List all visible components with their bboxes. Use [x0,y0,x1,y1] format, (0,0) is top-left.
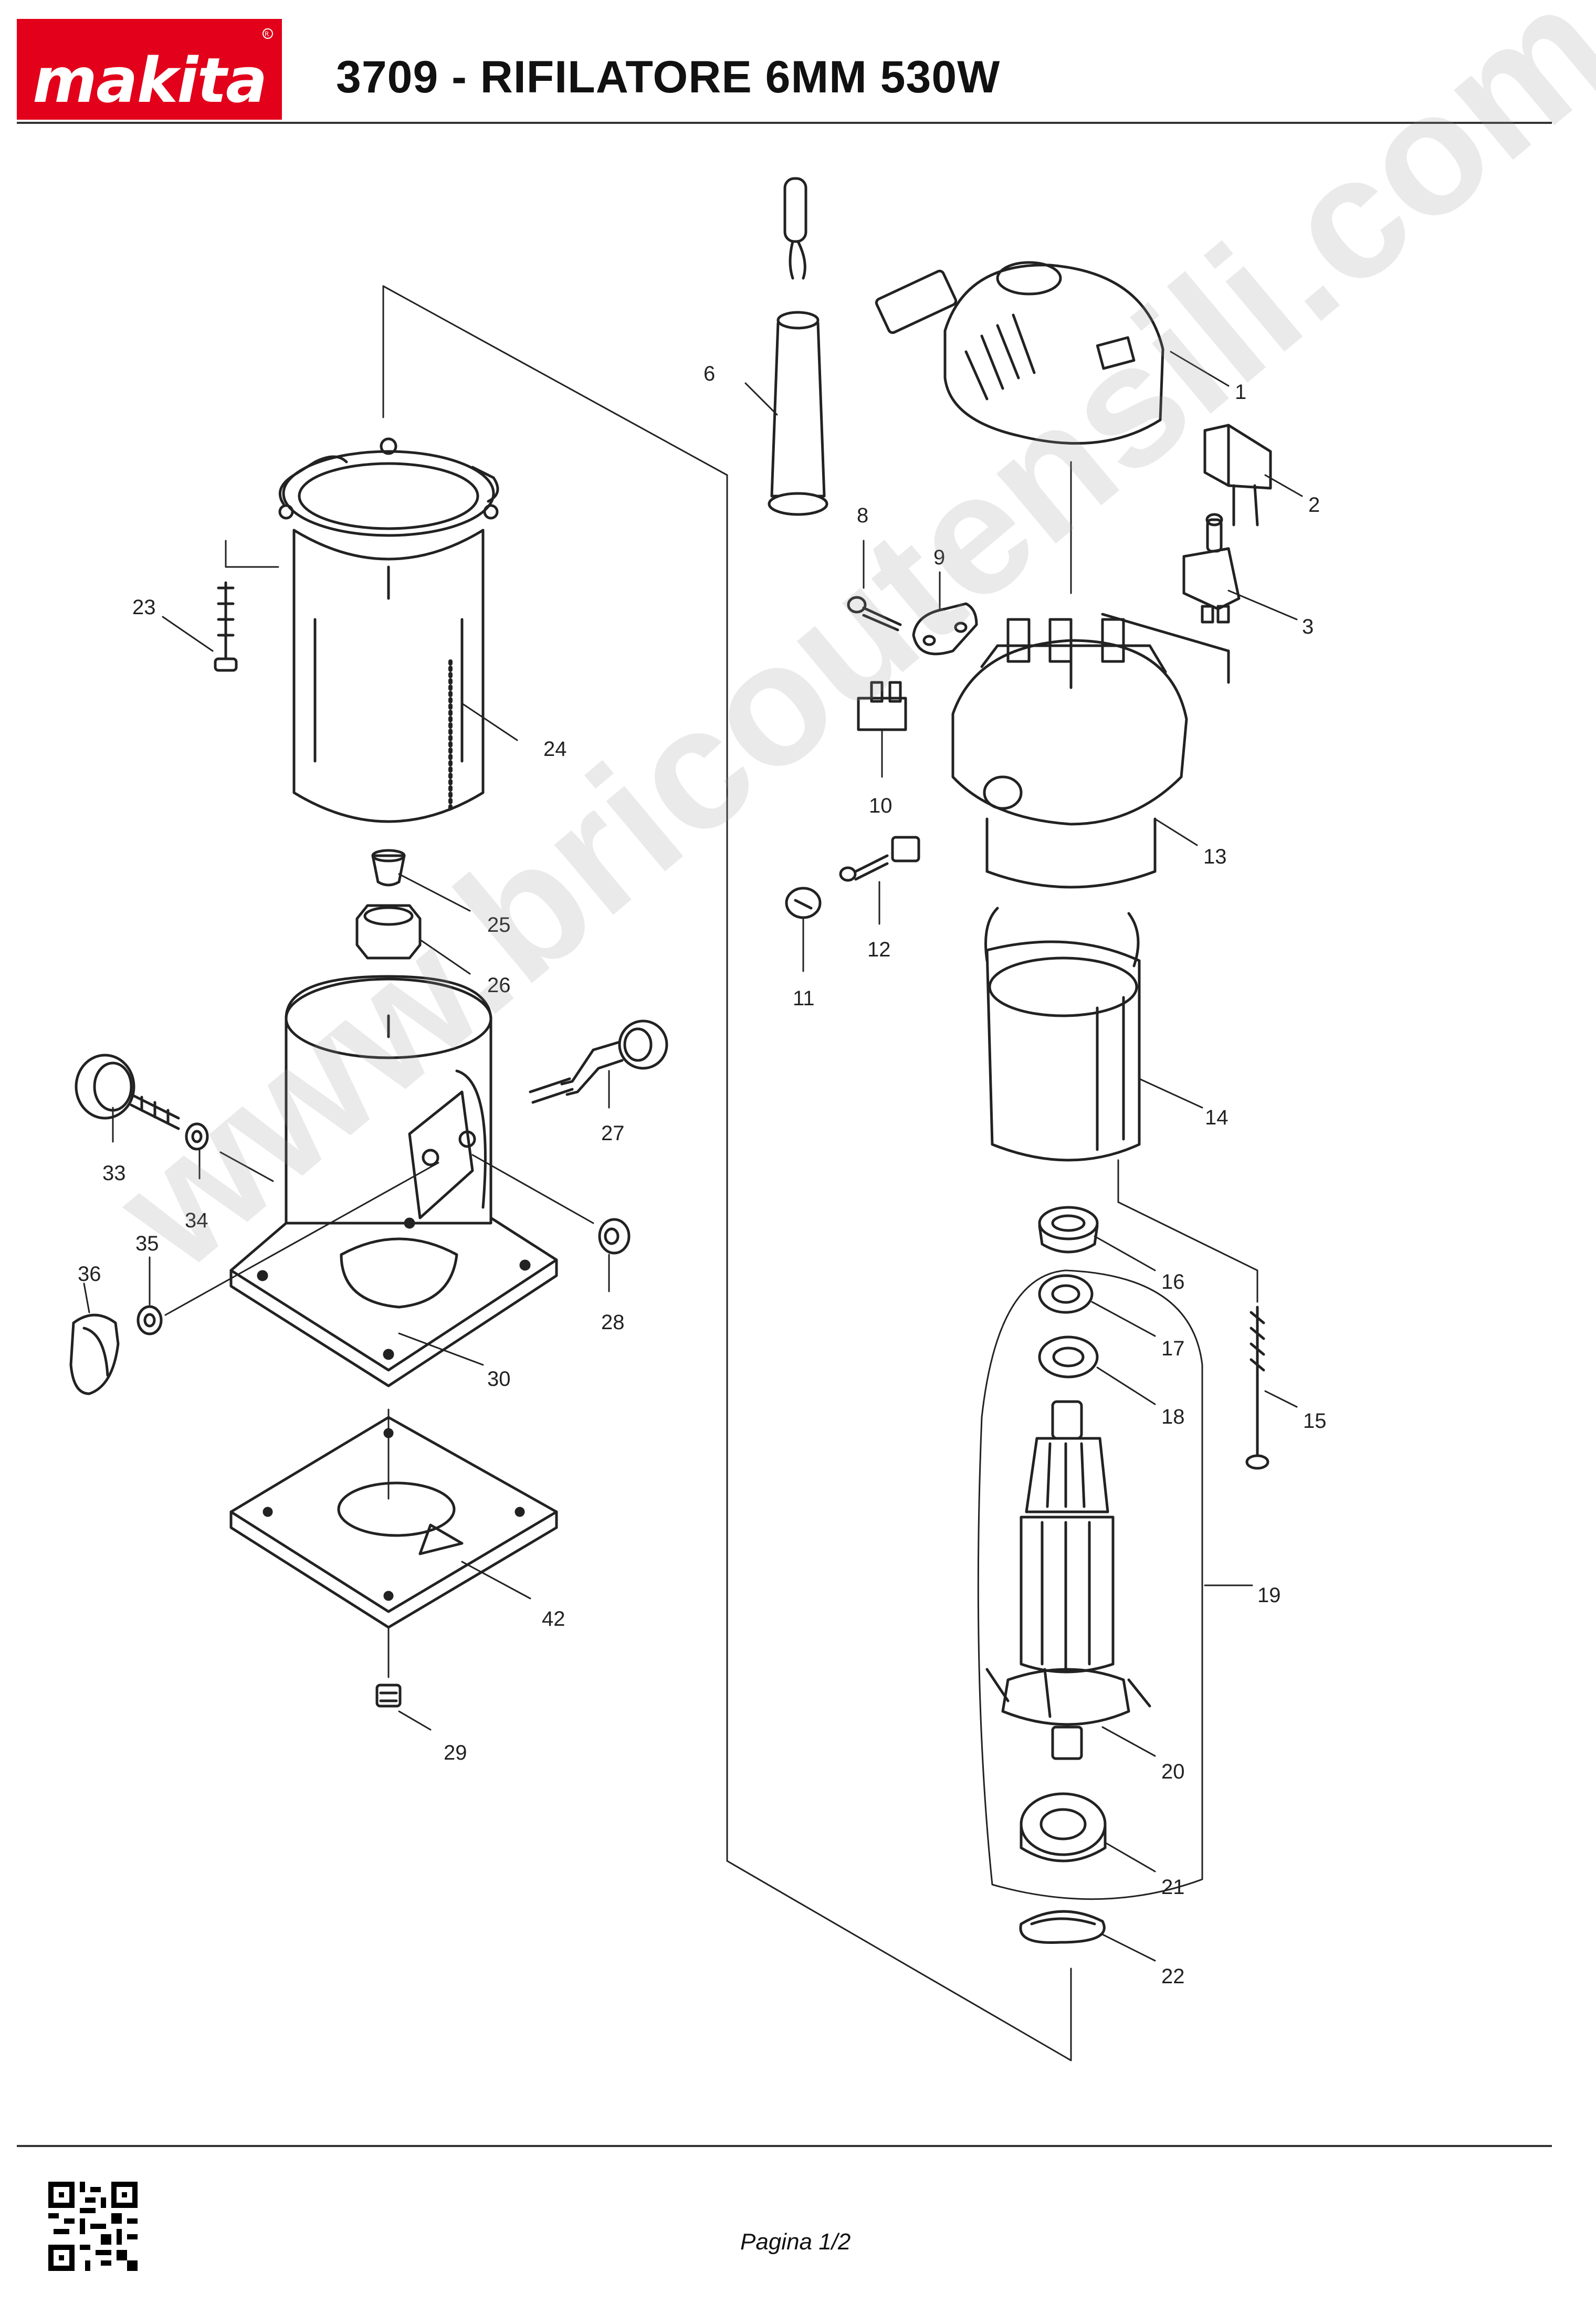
part-16-bearing-retainer [1038,1206,1099,1254]
part-33-knob-screw [75,1054,180,1130]
callout-12: 12 [867,938,891,961]
callout-1: 1 [1235,381,1246,404]
callout-26: 26 [487,974,511,997]
callout-11: 11 [793,987,815,1010]
callout-6: 6 [704,362,715,385]
part-10-terminal-block [857,681,907,778]
makita-logo-mark: makita R [33,28,273,117]
part-21-ball-bearing [1020,1792,1107,1863]
callout-22: 22 [1161,1965,1185,1988]
callout-10: 10 [869,794,892,817]
part-9-cord-clamp [912,602,978,656]
svg-text:R: R [265,30,269,38]
callout-29: 29 [444,1741,467,1764]
part-25-collet-cone [371,849,406,887]
callout-36: 36 [78,1263,101,1286]
callout-25: 25 [487,913,511,937]
callout-18: 18 [1161,1405,1185,1428]
page-number: Pagina 1/2 [740,2229,851,2255]
part-11-brush-holder-cap [785,887,822,919]
callout-15: 15 [1303,1409,1327,1433]
brand-wordmark: makita [33,44,267,117]
part-29-screw [375,1626,402,1708]
part-6-strain-relief [768,311,828,516]
part-2-capacitor [1203,424,1272,527]
callout-27: 27 [601,1122,625,1145]
part-24-motor-housing-sleeve [278,437,499,823]
callout-14: 14 [1205,1106,1228,1129]
part-17-ball-bearing [1038,1274,1094,1314]
part-1-motor-cover [943,261,1164,594]
part-27-adjusting-screw [529,1019,668,1104]
page-title: 3709 - RIFILATORE 6MM 530W [336,52,1001,102]
callout-19: 19 [1257,1584,1281,1607]
part-8-screw [847,596,902,632]
part-34-washer [185,1122,209,1151]
bracket-line [225,540,279,568]
part-42-base-plate [229,1416,558,1629]
part-30-base-housing [229,975,558,1387]
callout-30: 30 [487,1367,511,1391]
part-36-wing-knob [69,1313,120,1395]
label-plate [875,269,958,334]
callout-28: 28 [601,1311,625,1334]
callout-numbers: 1 2 3 6 8 9 10 11 12 13 14 15 16 17 18 1… [78,362,1327,1988]
armature-group-outline [977,1269,1203,1900]
header-rule [17,122,1552,124]
assembly-frame-line [382,285,1072,2061]
leader-lines [83,351,1303,1962]
callout-35: 35 [135,1232,159,1255]
part-12-carbon-brush [839,836,920,882]
callout-21: 21 [1161,1876,1185,1899]
part-35-washer [136,1305,163,1335]
callout-23: 23 [132,596,156,619]
callout-8: 8 [857,504,868,527]
callout-33: 33 [102,1162,126,1185]
power-cord-end [783,177,807,280]
callout-17: 17 [1161,1337,1185,1360]
part-13-motor-housing [951,613,1230,889]
callout-16: 16 [1161,1270,1185,1293]
header: makita R 3709 - RIFILATORE 6MM 530W [0,0,1596,126]
part-28-nut [598,1218,631,1255]
callout-42: 42 [542,1607,565,1630]
footer-rule [17,2145,1552,2147]
callout-20: 20 [1161,1760,1185,1783]
callout-24: 24 [543,738,567,761]
callout-34: 34 [185,1209,208,1232]
makita-logo: makita R [17,19,282,120]
callout-13: 13 [1203,845,1227,868]
part-26-collet-nut [355,904,422,960]
qr-code [48,2182,138,2271]
callout-9: 9 [933,546,945,569]
callout-3: 3 [1302,615,1314,638]
part-15-screw [1245,1306,1269,1470]
part-22-seal-ring [1019,1910,1106,1944]
callout-2: 2 [1308,493,1320,517]
part-3-switch [1182,513,1241,624]
part-19-armature [985,1400,1151,1760]
part-14-field-stator [984,907,1258,1303]
part-18-rubber-ring [1038,1335,1099,1379]
part-23-screw [214,581,238,672]
